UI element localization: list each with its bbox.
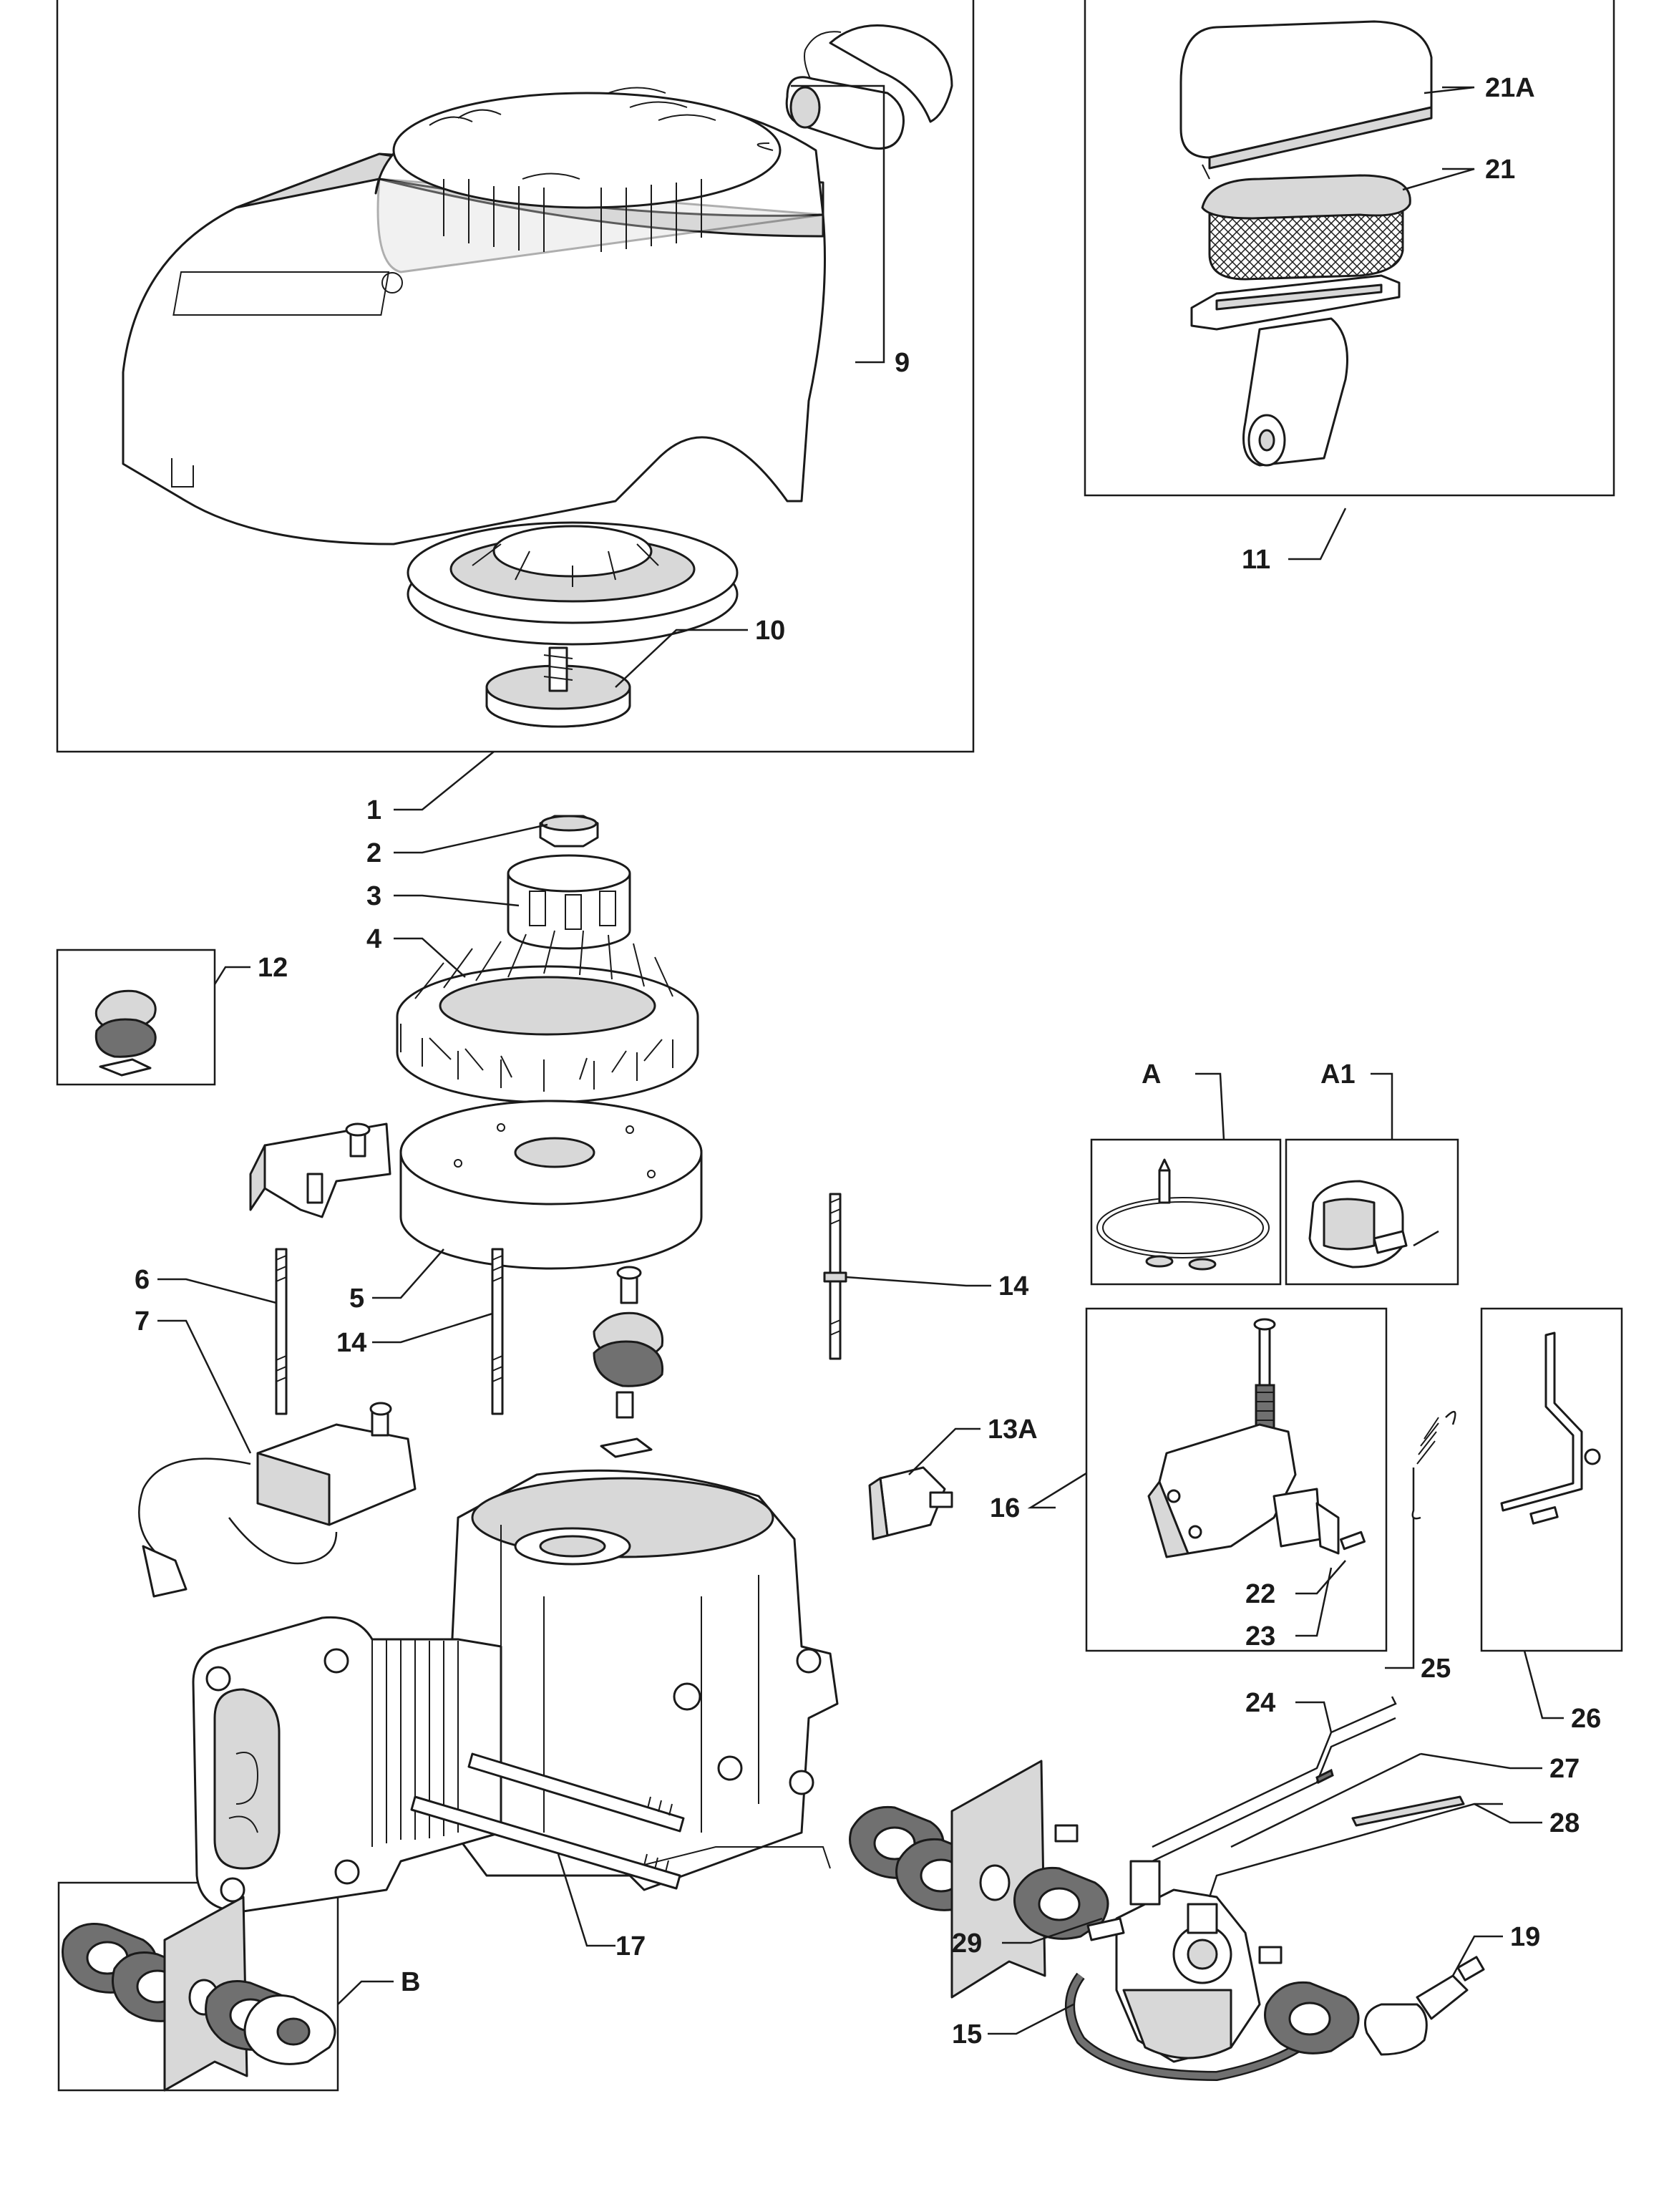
callout-14-right: 14 (998, 1271, 1028, 1301)
flywheel-brake-assembly (593, 1266, 664, 1458)
callout-1: 1 (366, 795, 381, 825)
flywheel-5 (399, 1100, 703, 1270)
air-filter-element-21 (1201, 174, 1411, 281)
callout-14-left: 14 (336, 1328, 366, 1358)
cylinder-head (192, 1616, 502, 1913)
leader-lines (157, 84, 1564, 2035)
cooling-fan-4 (396, 930, 699, 1104)
coil-bracket (249, 1122, 391, 1218)
kit-a-parts (1096, 1158, 1270, 1271)
callout-22: 22 (1245, 1579, 1275, 1609)
frame-kit-12 (56, 949, 216, 1086)
callout-19: 19 (1510, 1922, 1540, 1952)
callout-21: 21 (1485, 155, 1515, 185)
callout-9: 9 (895, 348, 910, 378)
stud-6 (275, 1248, 288, 1415)
air-filter-cover-21a (1179, 20, 1433, 180)
callout-a1: A1 (1320, 1059, 1356, 1090)
callout-6: 6 (135, 1265, 150, 1295)
air-filter-base (1190, 274, 1401, 467)
callout-5: 5 (349, 1284, 364, 1314)
frame-linkage-26 (1480, 1307, 1623, 1652)
ignition-coil-7 (138, 1402, 417, 1598)
callout-a: A (1142, 1059, 1161, 1090)
stud-14-left (491, 1248, 504, 1415)
starter-cup-3 (507, 854, 631, 950)
carburetor-gaskets (849, 1760, 1109, 1999)
recoil-starter-housing (122, 87, 826, 545)
callout-24: 24 (1245, 1688, 1275, 1718)
spring-25 (1411, 1410, 1456, 1520)
linkage-26-parts (1500, 1331, 1601, 1525)
carburetor-15 (1086, 1860, 1261, 2063)
stud-14-right (823, 1193, 847, 1360)
callout-23: 23 (1245, 1621, 1275, 1651)
callout-16: 16 (990, 1493, 1020, 1523)
callout-15: 15 (952, 2019, 982, 2050)
fuel-valve-19 (1364, 1956, 1485, 2056)
frame-starter-group (56, 0, 975, 753)
starter-handle-9 (756, 24, 953, 151)
callout-29: 29 (952, 1929, 982, 1959)
flywheel-key-12 (94, 989, 157, 1077)
carb-gasket-right (1258, 1946, 1360, 2055)
frame-kit-a1 (1285, 1138, 1459, 1286)
callout-4: 4 (366, 924, 381, 954)
callout-2: 2 (366, 838, 381, 868)
stop-switch-13a (868, 1466, 953, 1541)
starter-pawl-cup-10 (485, 646, 631, 728)
flywheel-nut-2 (539, 815, 599, 848)
callout-labels: 21A 21 9 11 10 1 2 3 4 12 A A1 6 14 5 7 … (135, 73, 1601, 2050)
callout-7: 7 (135, 1306, 150, 1337)
callout-3: 3 (366, 881, 381, 911)
intake-studs-17 (410, 1752, 685, 1890)
frame-kit-a (1090, 1138, 1282, 1286)
callout-28: 28 (1549, 1808, 1580, 1838)
callout-b: B (401, 1967, 420, 1997)
gasket-kit-b-parts (62, 1896, 336, 2092)
callout-17: 17 (615, 1931, 646, 1961)
callout-27: 27 (1549, 1754, 1580, 1784)
frame-governor-16 (1085, 1307, 1388, 1652)
callout-10: 10 (755, 616, 785, 646)
throttle-rods (1152, 1696, 1503, 1898)
callout-12: 12 (258, 953, 288, 983)
callout-21a: 21A (1485, 73, 1535, 103)
fuel-line (1065, 1972, 1320, 2082)
kit-a1-parts (1308, 1180, 1439, 1268)
callout-13a: 13A (988, 1415, 1038, 1445)
frame-air-filter-group (1084, 0, 1615, 497)
governor-assembly-16 (1147, 1318, 1366, 1558)
starter-pulley (407, 521, 739, 646)
callout-26: 26 (1571, 1704, 1601, 1734)
callout-25: 25 (1421, 1654, 1451, 1684)
callout-11: 11 (1242, 545, 1270, 575)
